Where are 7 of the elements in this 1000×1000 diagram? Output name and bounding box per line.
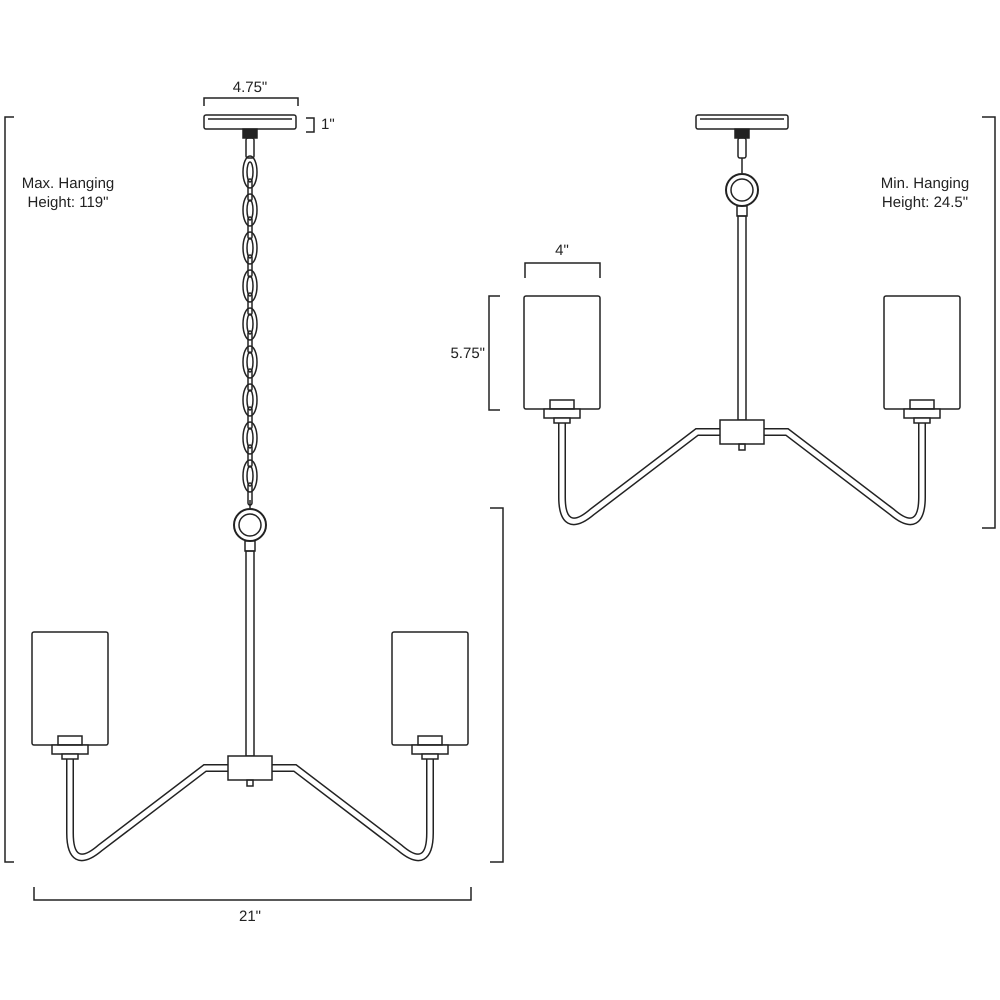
- dimension-label: 4.75": [232, 78, 268, 97]
- dimension-label: 5.75": [449, 344, 485, 363]
- dimension-label: 1": [321, 115, 336, 134]
- hanging-height-label: Max. Hanging Height: 119": [20, 174, 116, 212]
- dimension-label: 4": [554, 241, 570, 260]
- hanging-height-label: Min. Hanging Height: 24.5": [880, 174, 970, 212]
- dimension-label: 21": [238, 907, 262, 926]
